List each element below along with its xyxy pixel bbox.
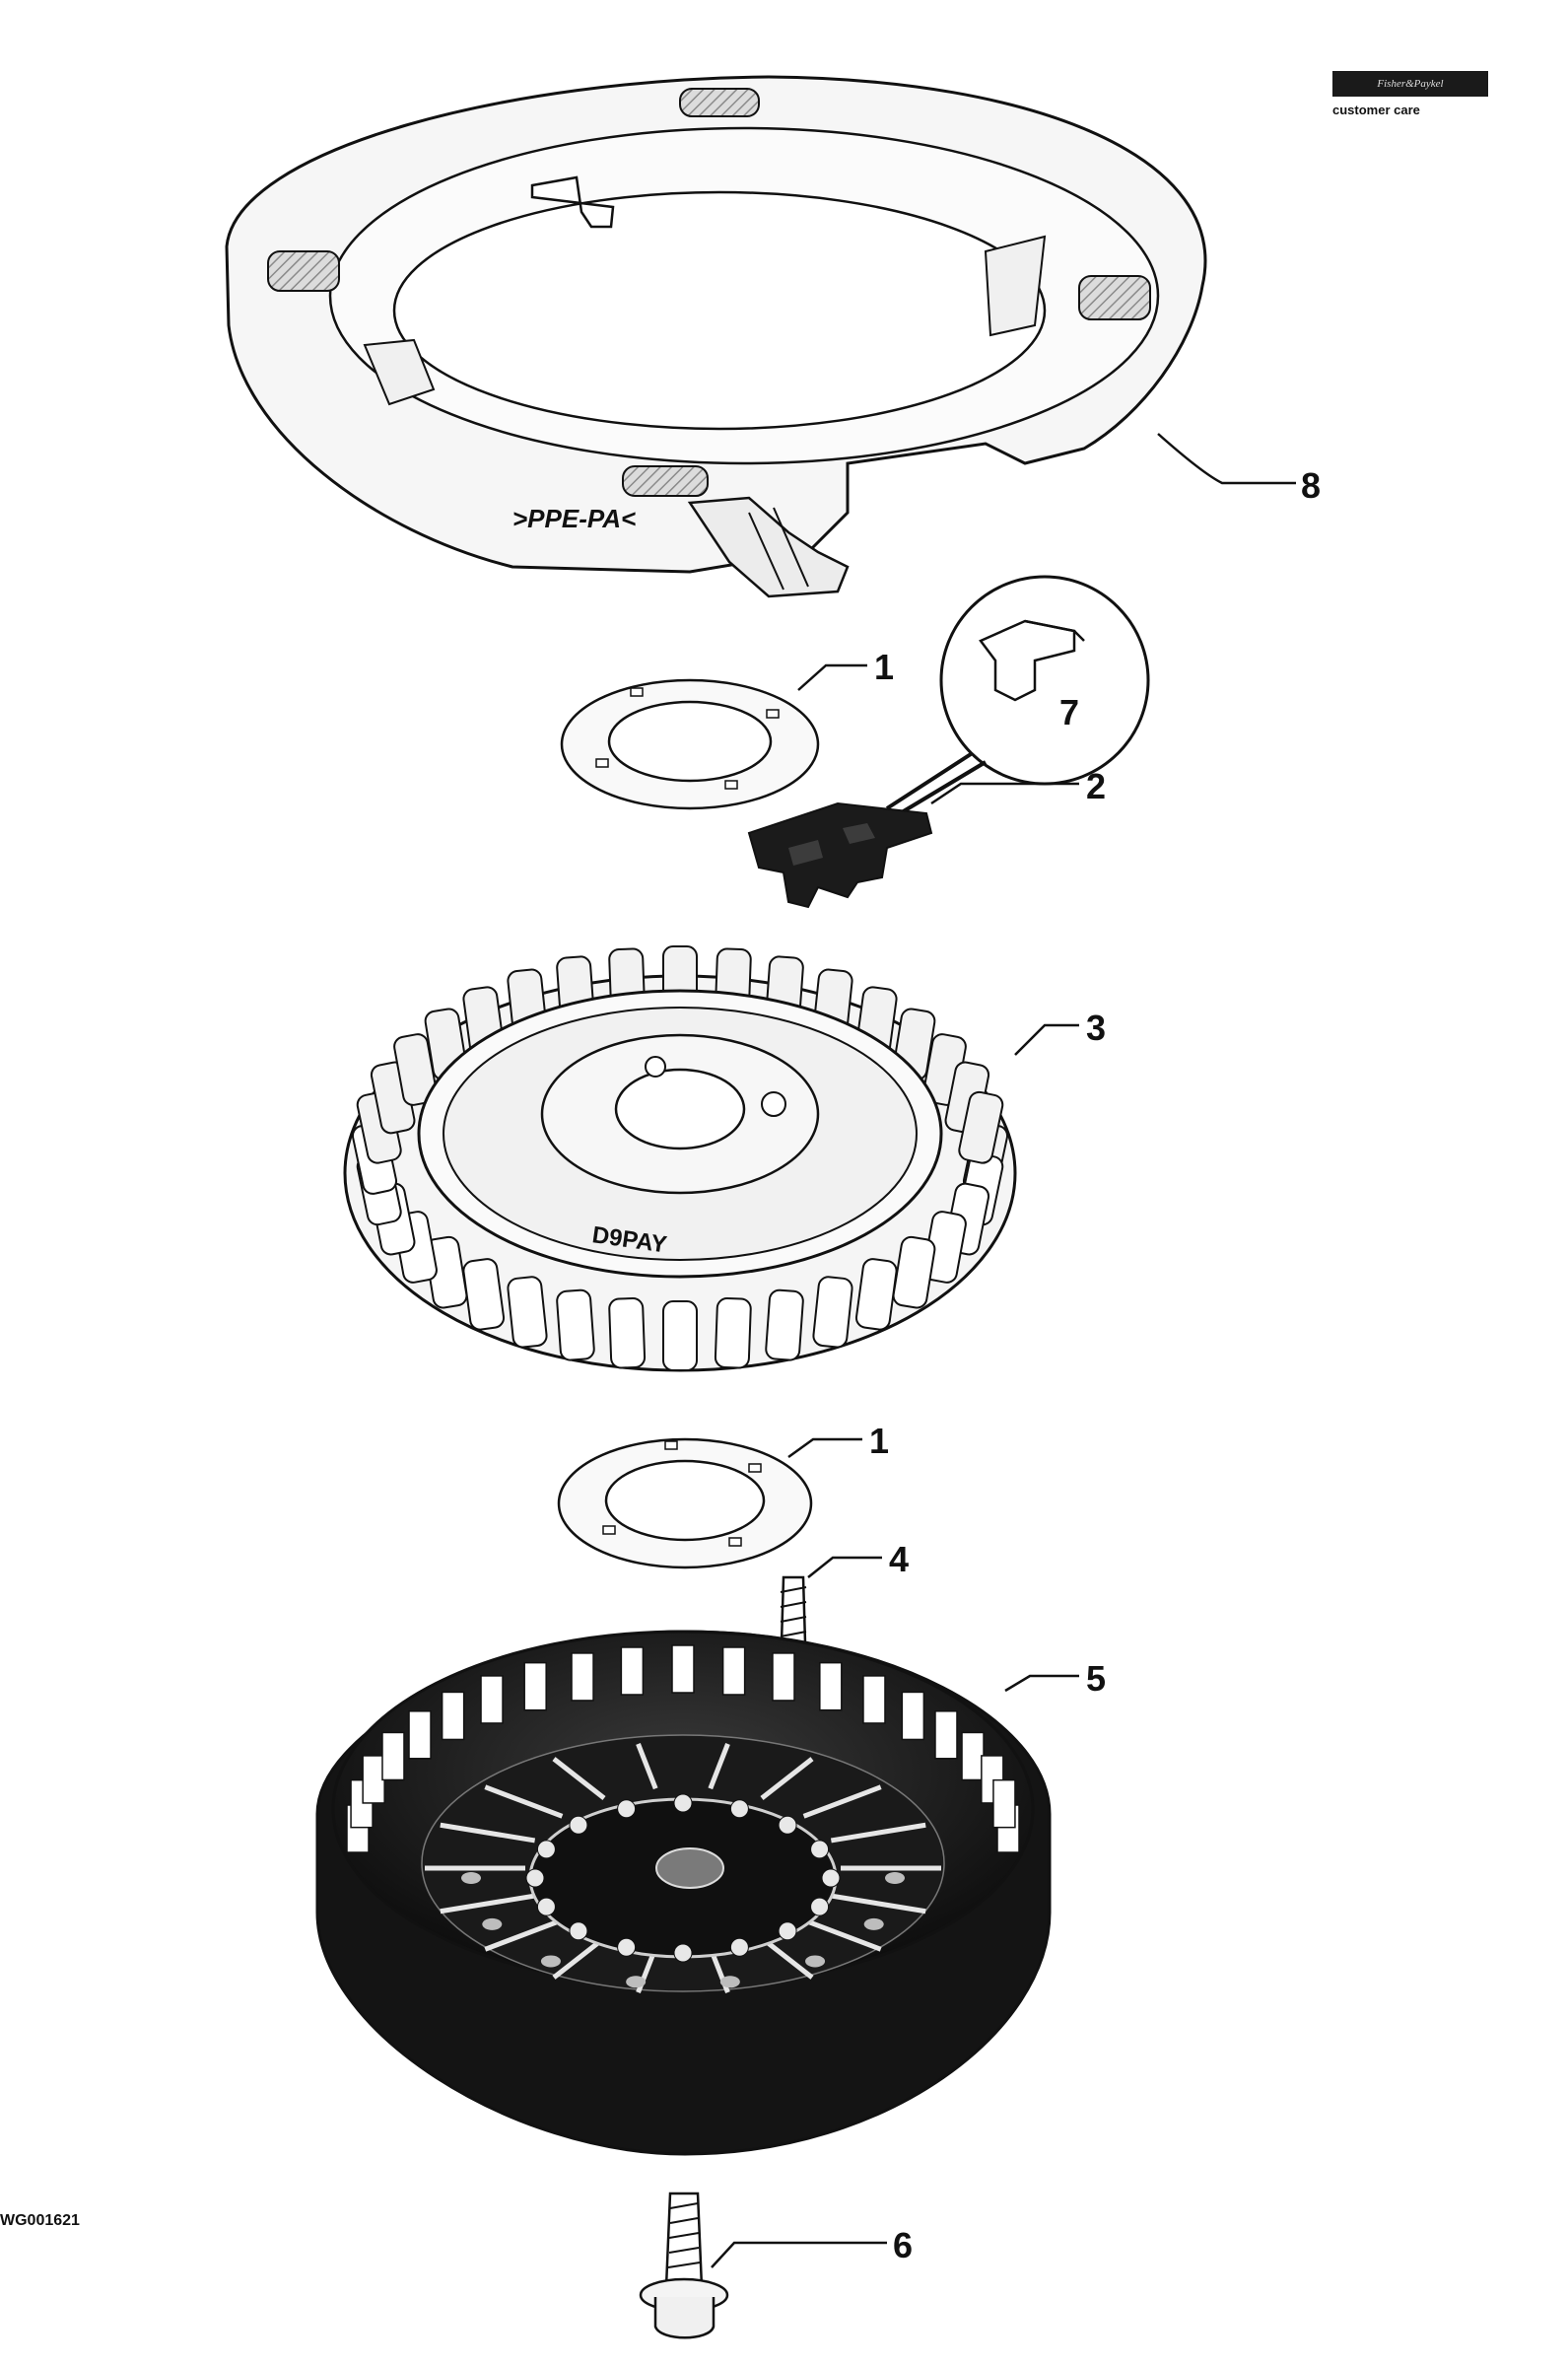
stator-tooth — [507, 1276, 548, 1349]
stator-tooth — [958, 1090, 1004, 1164]
rotor-rib — [552, 1936, 606, 1980]
callout-5: 5 — [1086, 1658, 1106, 1699]
rotor-magnet — [961, 1731, 985, 1781]
part-7-clip-inset: 7 — [885, 575, 1150, 820]
rotor-rib — [760, 1757, 814, 1800]
rotor-hole — [863, 1917, 884, 1930]
stator-tooth — [765, 1288, 804, 1361]
rotor-rib — [802, 1784, 882, 1819]
hub-boss — [673, 1793, 693, 1813]
rotor-magnet — [862, 1675, 886, 1724]
callout-4: 4 — [889, 1539, 909, 1579]
stator-teeth — [351, 945, 1009, 1371]
rotor-hole — [482, 1917, 503, 1930]
hub-boss — [729, 1937, 749, 1957]
hub-boss — [778, 1921, 797, 1941]
rotor-rib — [484, 1917, 564, 1952]
rotor-rib — [830, 1893, 926, 1914]
brand-logo: Fisher&Paykel customer care — [1332, 71, 1488, 130]
rotor-magnet — [772, 1652, 795, 1702]
ring-marking: >PPE-PA< — [512, 504, 636, 533]
hub-boss — [821, 1868, 841, 1888]
rotor-magnet — [992, 1778, 1016, 1829]
rotor-magnet — [480, 1675, 504, 1724]
part-1-washer-top: 1 — [560, 647, 894, 810]
rotor-rib — [830, 1822, 926, 1844]
hub-boss — [673, 1943, 693, 1963]
stator-tooth — [812, 1276, 853, 1349]
hub-boss — [569, 1921, 588, 1941]
hub-boss — [617, 1799, 637, 1819]
stator-tooth — [608, 1297, 647, 1369]
part-8-mounting-ring: >PPE-PA< 8 — [225, 75, 1321, 598]
rotor-magnet — [934, 1710, 958, 1760]
rotor-rib — [484, 1784, 564, 1819]
rotor-rib — [440, 1822, 536, 1844]
rotor-magnet — [441, 1691, 465, 1741]
callout-2: 2 — [1086, 766, 1106, 806]
rotor-rib — [708, 1743, 730, 1790]
rotor-magnet — [523, 1661, 547, 1711]
rotor-hole — [540, 1955, 561, 1968]
stator-tooth — [714, 1297, 752, 1369]
stator-tooth — [892, 1235, 936, 1309]
rotor-magnet — [901, 1691, 925, 1741]
rotor-rib — [802, 1917, 882, 1952]
rotor-rib — [760, 1936, 814, 1980]
stator-tooth — [854, 1258, 898, 1331]
rotor-rib — [440, 1893, 536, 1914]
rotor-hole — [719, 1976, 740, 1988]
callout-1-bottom: 1 — [869, 1421, 889, 1461]
rotor-hole — [805, 1955, 826, 1968]
drawing-number: WG001621 — [0, 2212, 80, 2229]
rotor-magnet — [620, 1646, 645, 1696]
part-5-rotor: 5 — [315, 1630, 1106, 2156]
callout-6: 6 — [893, 2225, 913, 2265]
stator-tooth — [556, 1288, 595, 1361]
rotor-magnet — [362, 1755, 385, 1804]
hub-boss — [525, 1868, 545, 1888]
callout-3: 3 — [1086, 1008, 1106, 1048]
part-2-hall-sensor: 2 — [747, 766, 1106, 909]
rotor-ribs — [425, 1743, 941, 1993]
rotor-magnet — [381, 1731, 405, 1781]
hub-boss — [778, 1815, 797, 1835]
rotor-magnet — [819, 1661, 843, 1711]
hub-boss — [810, 1840, 830, 1859]
hub-boss — [536, 1840, 556, 1859]
brand-maker: Fisher&Paykel — [1332, 71, 1488, 97]
rotor-magnets — [346, 1644, 1020, 1853]
rotor-magnet — [408, 1710, 432, 1760]
rotor-holes — [461, 1793, 905, 1988]
stator-tooth — [662, 1300, 698, 1371]
hub-boss — [729, 1799, 749, 1819]
hub-boss — [810, 1897, 830, 1916]
part-3-stator: D9PAY 3 — [343, 945, 1106, 1372]
rotor-rib — [552, 1757, 606, 1800]
rotor-hole — [885, 1872, 905, 1884]
rotor-magnet — [671, 1644, 695, 1694]
callout-1-top: 1 — [874, 647, 894, 687]
hub-boss — [617, 1937, 637, 1957]
hub-boss — [536, 1897, 556, 1916]
part-1-washer-bottom: 1 — [557, 1421, 889, 1569]
hub-boss — [569, 1815, 588, 1835]
brand-service: customer care — [1332, 103, 1420, 117]
part-6-bolt: 6 — [639, 2192, 913, 2339]
rotor-hole — [626, 1976, 647, 1988]
callout-7: 7 — [1059, 692, 1079, 732]
callout-8: 8 — [1301, 465, 1321, 506]
rotor-magnet — [571, 1652, 594, 1702]
rotor-hole — [461, 1872, 481, 1884]
rotor-magnet — [721, 1646, 746, 1696]
rotor-rib — [636, 1743, 658, 1790]
